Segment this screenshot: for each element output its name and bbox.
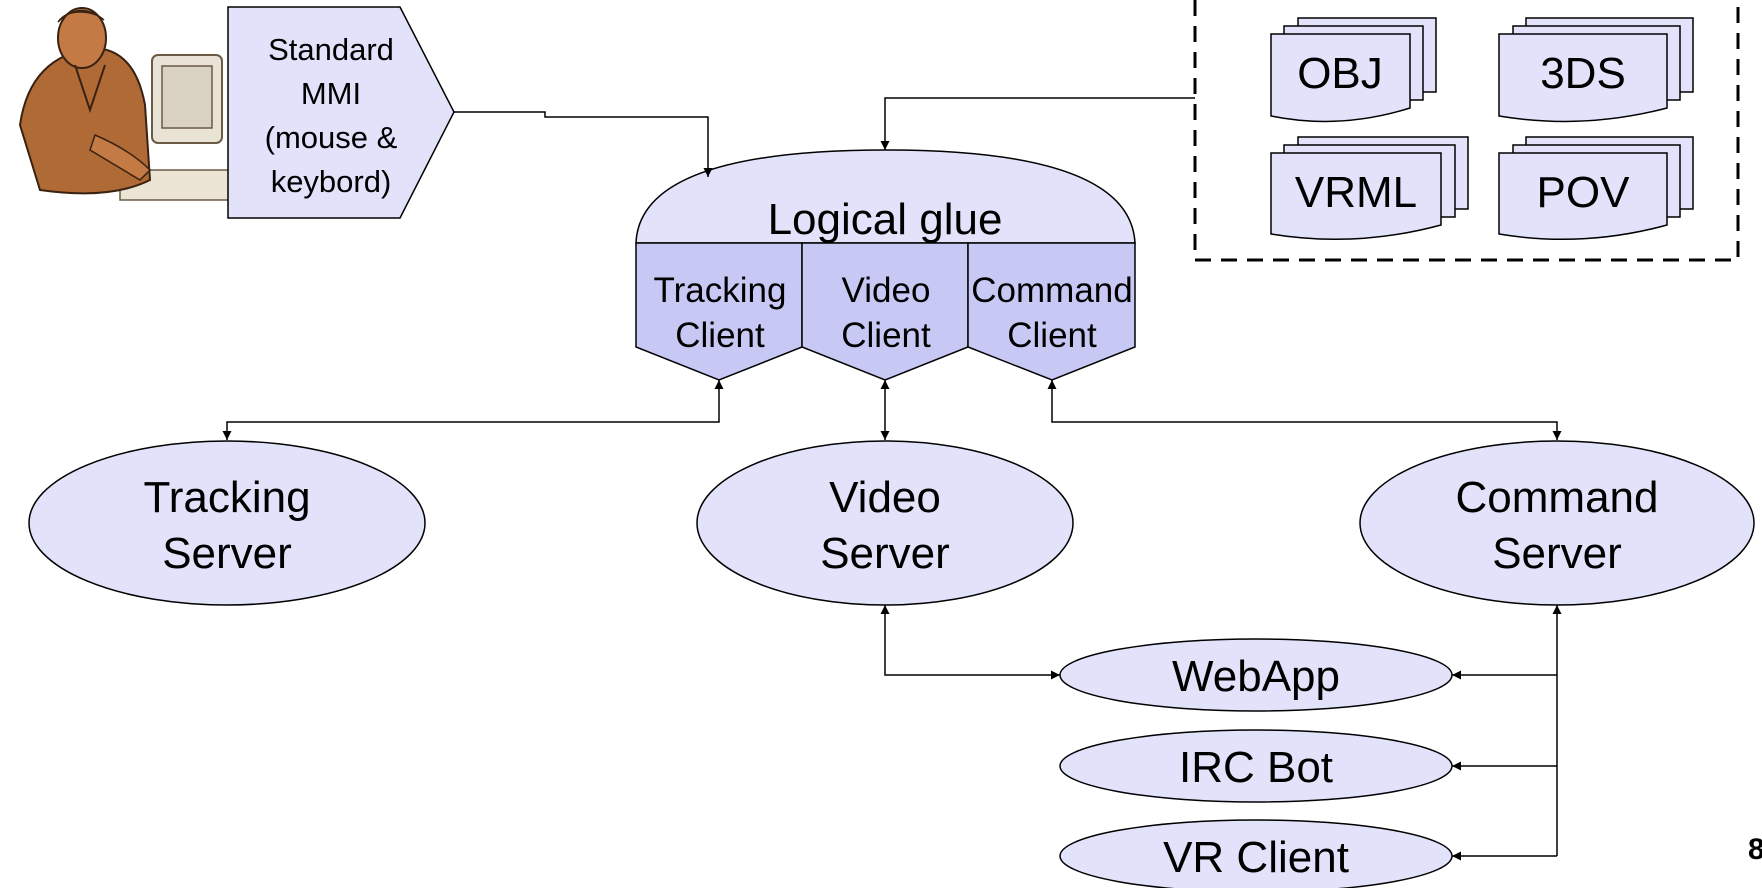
tracking-client-line-1: Tracking	[654, 271, 787, 310]
vr-client-label: VR Client	[1163, 833, 1349, 882]
webapp-label: WebApp	[1172, 652, 1340, 701]
standard-mmi-line-4: keybord)	[271, 164, 392, 199]
format-obj-stack	[1270, 17, 1437, 123]
mmi-to-glue-arrow	[454, 111, 713, 177]
command-client-server-link	[1047, 380, 1562, 440]
user-at-computer-illustration	[18, 7, 231, 201]
standard-mmi-line-1: Standard	[268, 32, 394, 67]
tracking-client-line-2: Client	[675, 316, 765, 355]
standard-mmi-line-2: MMI	[301, 76, 361, 111]
irc-bot-label: IRC Bot	[1179, 743, 1333, 792]
video-server-line-2: Server	[820, 529, 950, 578]
command-client-line-2: Client	[1007, 316, 1097, 355]
video-server-webapp-link	[880, 605, 1060, 680]
video-server-line-1: Video	[829, 473, 941, 522]
format-3ds-label: 3DS	[1540, 49, 1626, 98]
video-client-line-2: Client	[841, 316, 931, 355]
command-server-line-2: Server	[1492, 529, 1622, 578]
command-server-line-1: Command	[1456, 473, 1659, 522]
page-number: 8	[1748, 833, 1762, 866]
tracking-client-server-link	[222, 380, 724, 440]
logical-glue-dome	[635, 149, 1136, 244]
formats-to-glue-arrow	[880, 97, 1195, 150]
video-server-node	[696, 440, 1074, 606]
standard-mmi-line-3: (mouse &	[265, 120, 398, 155]
video-client-node	[801, 242, 969, 381]
tracking-server-node	[28, 440, 426, 606]
format-pov-label: POV	[1537, 168, 1631, 217]
command-client-line-1: Command	[971, 271, 1132, 310]
format-obj-label: OBJ	[1297, 49, 1383, 98]
tracking-client-node	[635, 242, 803, 381]
tracking-server-line-1: Tracking	[143, 473, 310, 522]
video-client-line-1: Video	[842, 271, 931, 310]
command-client-node	[967, 242, 1136, 381]
command-server-node	[1359, 440, 1755, 606]
format-vrml-stack	[1270, 136, 1469, 241]
logical-glue-title: Logical glue	[768, 195, 1003, 244]
tracking-server-line-2: Server	[162, 529, 292, 578]
format-pov-stack	[1498, 136, 1694, 241]
format-3ds-stack	[1498, 17, 1694, 123]
standard-mmi-node	[227, 6, 455, 219]
formats-group-border	[1193, 0, 1740, 262]
format-vrml-label: VRML	[1295, 168, 1417, 217]
